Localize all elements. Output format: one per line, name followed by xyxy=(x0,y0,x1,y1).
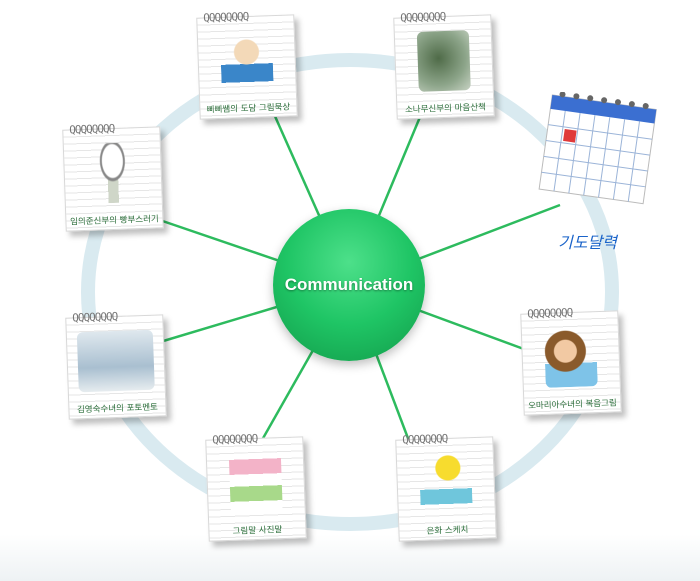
notepad-bread-crumbs[interactable]: QQQQQQQQ 임의준신부의 빵부스러기 xyxy=(62,122,164,232)
sketch-figure-icon xyxy=(85,142,140,204)
girl-with-glasses-icon xyxy=(219,30,274,92)
notepad-eunhwa-sketch[interactable]: QQQQQQQQ 은화 스케치 xyxy=(395,432,497,542)
star-sketch-icon xyxy=(418,452,473,514)
notepad-gospel-drawing[interactable]: QQQQQQQQ 오마리아수녀의 복음그림 xyxy=(520,306,622,416)
calendar-label[interactable]: 기도달력 xyxy=(558,233,617,252)
photo-mentor-icon xyxy=(76,329,155,393)
hub-label: Communication xyxy=(284,275,414,294)
notepad-picture-words[interactable]: QQQQQQQQ 그림말 사진말 xyxy=(205,432,307,542)
bearded-man-icon xyxy=(543,326,598,388)
notepad-photo-mentor[interactable]: QQQQQQQQ 김영숙수녀의 포토멘토 xyxy=(65,310,167,420)
spiral-rings: QQQQQQQQ xyxy=(212,431,258,446)
outer-ring xyxy=(81,53,619,531)
calendar-icon[interactable] xyxy=(535,92,663,210)
spiral-rings: QQQQQQQQ xyxy=(400,9,446,24)
notepad-label: 그림말 사진말 xyxy=(232,525,283,537)
notepad-ppippi[interactable]: QQQQQQQQ 삐삐쌤의 도담 그림묵상 xyxy=(196,10,298,120)
spiral-rings: QQQQQQQQ xyxy=(203,9,249,24)
colorful-lettering-icon xyxy=(228,452,283,514)
notepad-pine-priest[interactable]: QQQQQQQQ 소나무신부의 마음산책 xyxy=(393,10,495,120)
notepad-label: 임의준신부의 빵부스러기 xyxy=(69,214,159,228)
notepad-label: 은화 스케치 xyxy=(426,525,469,537)
notepad-label: 오마리아수녀의 복음그림 xyxy=(527,398,617,412)
notepad-label: 삐삐쌤의 도담 그림묵상 xyxy=(206,102,291,116)
communication-hub[interactable]: Communication xyxy=(273,209,425,361)
notepad-label: 김영숙수녀의 포토멘토 xyxy=(76,402,159,416)
spiral-rings: QQQQQQQQ xyxy=(69,121,115,136)
spiral-rings: QQQQQQQQ xyxy=(527,305,573,320)
spiral-rings: QQQQQQQQ xyxy=(402,431,448,446)
pine-tree-icon xyxy=(416,30,471,92)
spiral-rings: QQQQQQQQ xyxy=(72,309,118,324)
notepad-label: 소나무신부의 마음산책 xyxy=(404,102,487,116)
